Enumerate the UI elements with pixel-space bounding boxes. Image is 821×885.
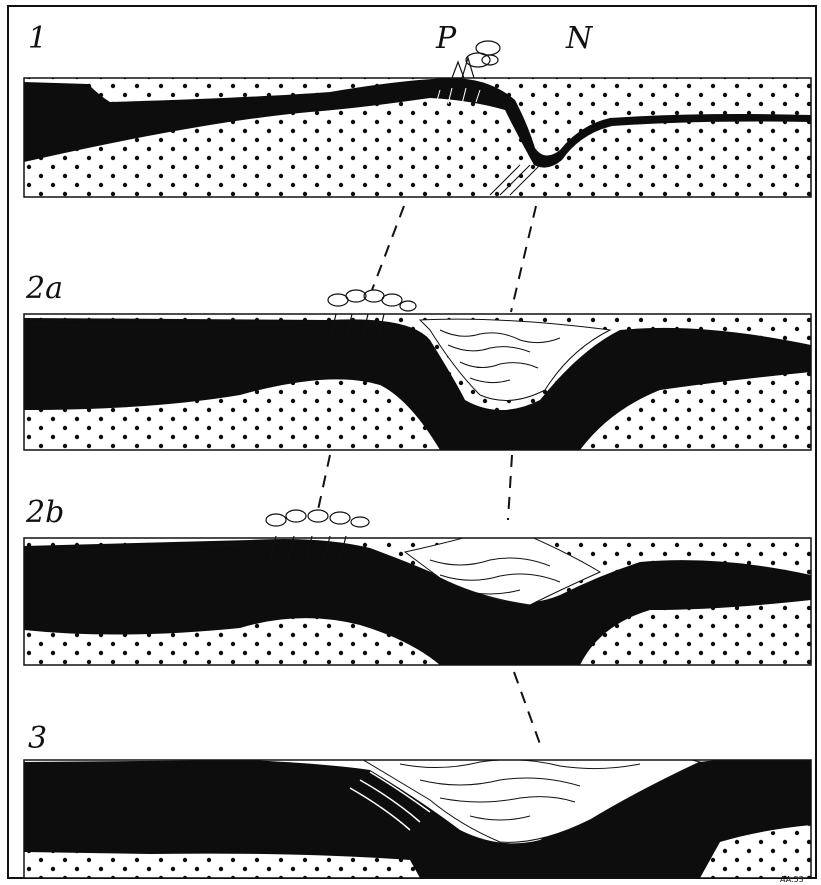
panel-label-3: 3: [28, 721, 47, 756]
marker-n: N: [565, 21, 594, 56]
panel-1: 1 P N: [24, 21, 811, 197]
panel-label-1: 1: [28, 21, 47, 56]
panel-2a: 2a: [24, 271, 811, 450]
marker-p: P: [435, 21, 457, 56]
signature: AA.53: [780, 875, 804, 884]
panel-2b: 2b: [24, 495, 811, 665]
panel-label-2a: 2a: [25, 271, 63, 306]
panel-3: 3: [24, 721, 811, 878]
panel-label-2b: 2b: [25, 495, 64, 530]
